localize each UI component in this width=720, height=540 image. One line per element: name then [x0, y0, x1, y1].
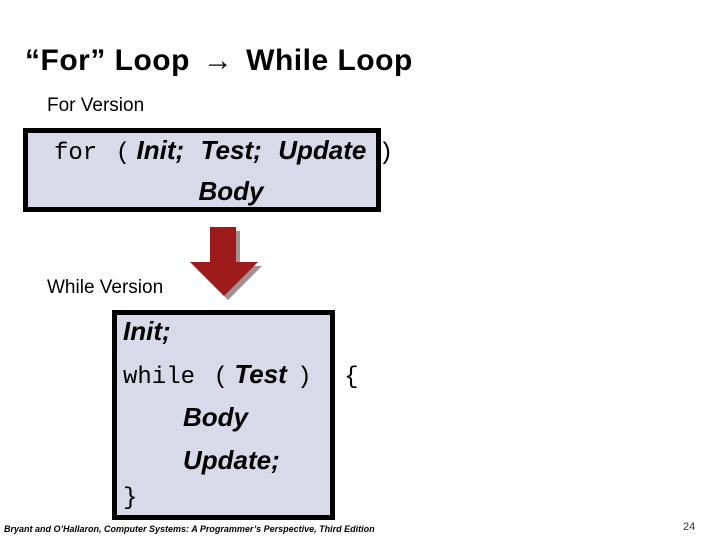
code-placeholder-update: Update; — [183, 445, 280, 475]
close-paren: ) — [378, 140, 394, 167]
title-suffix: While Loop — [246, 44, 413, 77]
page-number: 24 — [683, 521, 696, 533]
for-loop-box: for ( Init; Test; Update ) Body — [23, 128, 393, 212]
open-paren: ( — [115, 140, 131, 167]
code-placeholder-body: Body — [183, 402, 248, 432]
close-paren: ) — [297, 364, 312, 391]
code-keyword-for: for — [54, 140, 98, 167]
section-label-while-version: While Version — [47, 277, 164, 298]
page-title: “For” Loop → While Loop — [25, 44, 413, 78]
while-loop-box: Init; while ( Test ) { Body Update; } — [112, 310, 359, 520]
footer-attribution: Bryant and O’Hallaron, Computer Systems:… — [4, 524, 375, 534]
close-brace: } — [123, 485, 138, 512]
open-paren: ( — [213, 364, 228, 391]
while-statement-line: while ( Test ) { — [123, 360, 359, 391]
down-block-arrow-icon — [190, 227, 262, 300]
code-placeholder-body: Body — [198, 176, 264, 206]
code-placeholder-init: Init; — [123, 316, 171, 346]
code-placeholder-init: Init; — [136, 135, 185, 165]
code-placeholder-test: Test; — [200, 135, 262, 165]
code-keyword-while: while — [123, 364, 196, 391]
for-statement-line: for ( Init; Test; Update ) — [54, 136, 393, 167]
code-placeholder-update: Update — [278, 135, 367, 165]
code-placeholder-test: Test — [234, 359, 287, 389]
title-prefix: “For” Loop — [25, 44, 190, 77]
right-arrow-icon: → — [202, 44, 234, 77]
section-label-for-version: For Version — [47, 95, 145, 116]
open-brace: { — [344, 364, 359, 391]
